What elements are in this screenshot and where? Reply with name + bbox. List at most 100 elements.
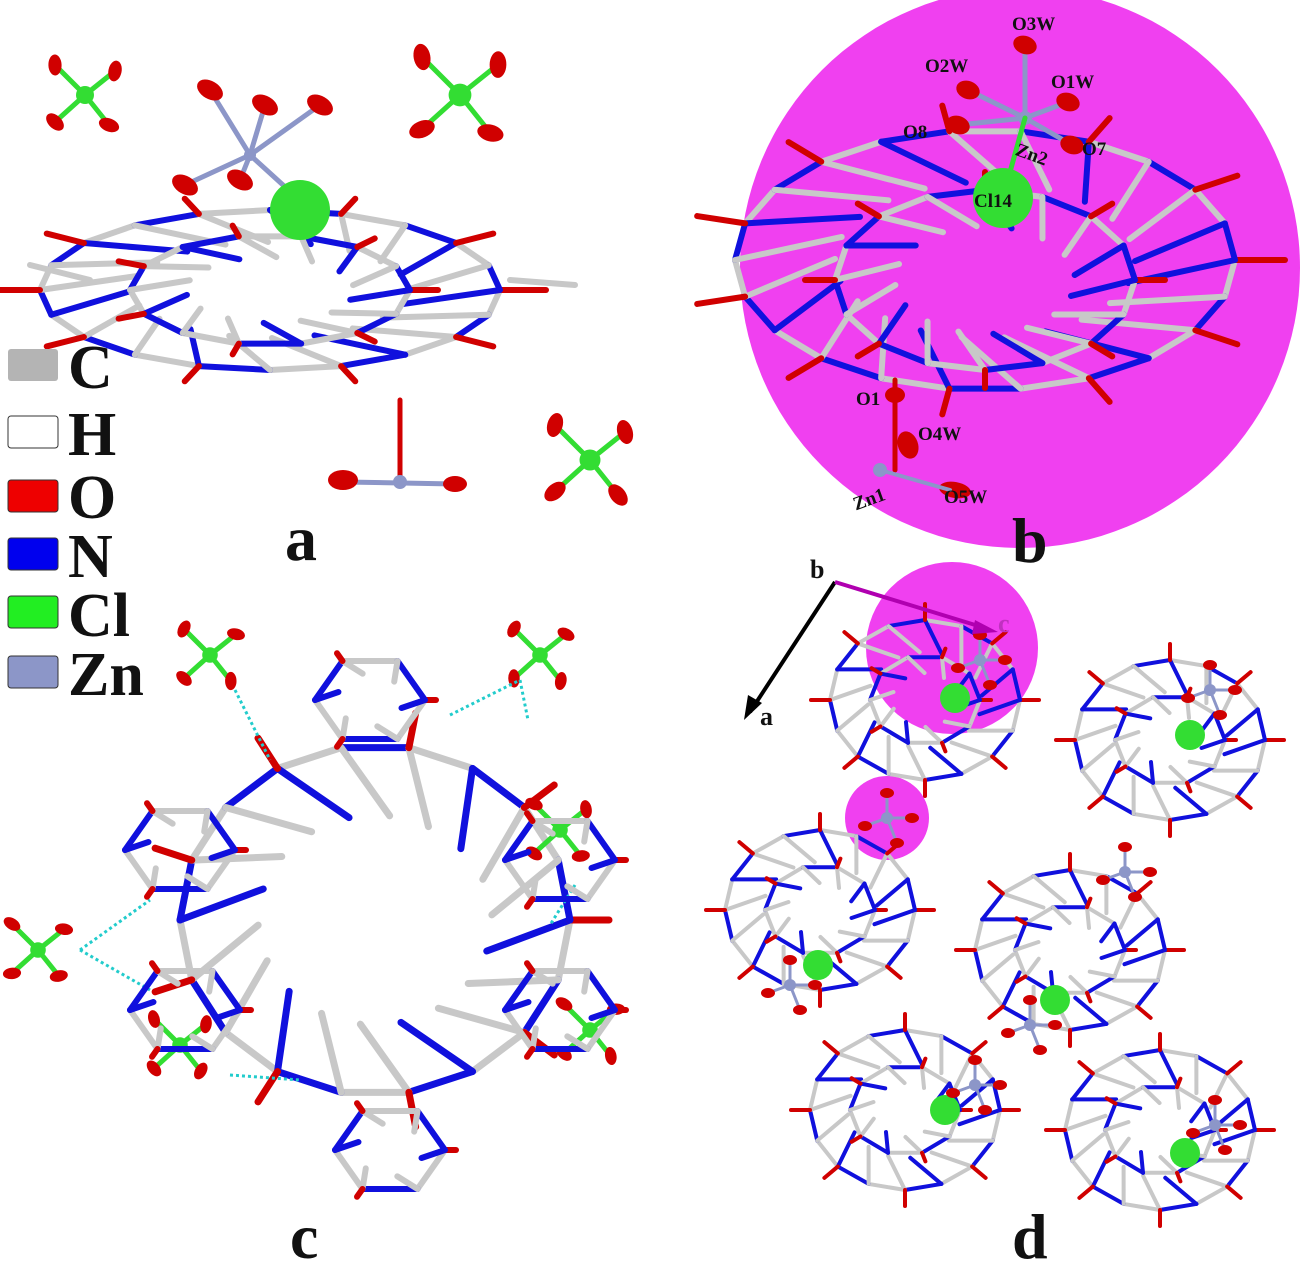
oxygen-atom xyxy=(3,917,21,931)
bond xyxy=(1010,667,1022,702)
atom-label-cl14: Cl14 xyxy=(974,191,1013,212)
bond xyxy=(973,948,985,983)
bond xyxy=(453,239,492,269)
bond xyxy=(151,976,196,996)
bond xyxy=(339,658,366,677)
bond xyxy=(1141,1173,1162,1212)
bond xyxy=(886,1065,907,1086)
bond xyxy=(848,1081,863,1112)
bond xyxy=(849,1134,863,1144)
bond xyxy=(338,195,359,217)
oxygen-atom xyxy=(885,387,905,403)
chloride-ion xyxy=(930,1095,960,1125)
bond xyxy=(750,851,796,870)
bond xyxy=(127,277,193,293)
bond xyxy=(1222,738,1267,757)
bond xyxy=(929,1150,975,1169)
bond xyxy=(1084,896,1093,910)
bond xyxy=(1103,1128,1118,1159)
bond xyxy=(781,834,817,865)
bond xyxy=(1070,1071,1095,1102)
bond xyxy=(1225,1184,1243,1200)
oxygen-atom xyxy=(413,43,431,71)
bond xyxy=(1100,760,1122,799)
bond xyxy=(1073,707,1085,742)
legend-label-c: C xyxy=(68,334,113,402)
bond xyxy=(855,641,901,660)
bond xyxy=(1078,316,1199,334)
oxygen-atom xyxy=(98,117,120,133)
bond xyxy=(379,311,492,321)
bond xyxy=(1013,921,1028,952)
bond xyxy=(298,233,316,265)
bond xyxy=(723,893,768,912)
oxygen-atom xyxy=(1001,1028,1015,1038)
bond xyxy=(298,233,361,250)
bond xyxy=(878,128,953,145)
bond xyxy=(182,152,253,188)
bond xyxy=(990,330,1046,367)
element-legend: C H O N Cl Zn xyxy=(7,334,144,709)
bond xyxy=(149,1045,161,1060)
bond xyxy=(854,200,882,220)
bond xyxy=(923,771,964,782)
bond xyxy=(1158,1154,1179,1175)
bond xyxy=(1225,1158,1250,1189)
bond xyxy=(818,158,928,192)
bond xyxy=(868,690,896,702)
bond xyxy=(924,193,980,230)
bond xyxy=(1192,172,1241,193)
bond xyxy=(868,698,883,729)
bond xyxy=(312,658,346,703)
bond xyxy=(332,1139,362,1153)
bond xyxy=(834,934,867,955)
bond xyxy=(1199,738,1227,750)
oxygen-atom xyxy=(978,1105,992,1115)
bond xyxy=(1080,742,1116,773)
bond xyxy=(201,808,211,835)
bond xyxy=(742,186,778,227)
bond xyxy=(1073,995,1109,1026)
bond xyxy=(843,311,882,347)
oxygen-atom xyxy=(946,1088,960,1098)
bond xyxy=(1158,1201,1199,1212)
bond xyxy=(885,964,903,980)
bond xyxy=(854,834,890,856)
bond xyxy=(834,865,842,890)
bond xyxy=(849,881,867,904)
bond xyxy=(1173,785,1209,816)
oxygen-atom xyxy=(176,670,192,686)
bond xyxy=(418,1147,448,1161)
bond xyxy=(1235,670,1253,686)
bond xyxy=(1192,293,1228,334)
bond xyxy=(1225,1060,1243,1076)
bond xyxy=(274,764,353,822)
oxygen-atom xyxy=(880,788,894,798)
bond xyxy=(1013,948,1028,979)
oxygen-atom xyxy=(608,484,628,506)
bond xyxy=(144,885,156,900)
bond xyxy=(1099,948,1127,960)
axis-label-b: b xyxy=(810,555,824,584)
chloride-ion xyxy=(973,168,1033,228)
bond xyxy=(955,115,1028,128)
bond xyxy=(875,193,931,220)
bond xyxy=(297,317,361,337)
legend-label-n: N xyxy=(68,523,113,591)
chlorine-atom xyxy=(579,449,601,471)
bond xyxy=(1174,1085,1182,1110)
oxygen-atom xyxy=(557,627,575,641)
bond xyxy=(1123,764,1156,785)
bond xyxy=(942,719,972,729)
legend-swatch-h xyxy=(7,415,59,449)
chloride-ion xyxy=(270,180,330,240)
bond xyxy=(1112,948,1127,979)
bond xyxy=(581,818,591,845)
bond xyxy=(48,239,87,269)
bond xyxy=(328,309,400,317)
oxygen-atom xyxy=(793,1005,807,1015)
bond xyxy=(834,856,843,870)
bond xyxy=(1199,711,1217,734)
